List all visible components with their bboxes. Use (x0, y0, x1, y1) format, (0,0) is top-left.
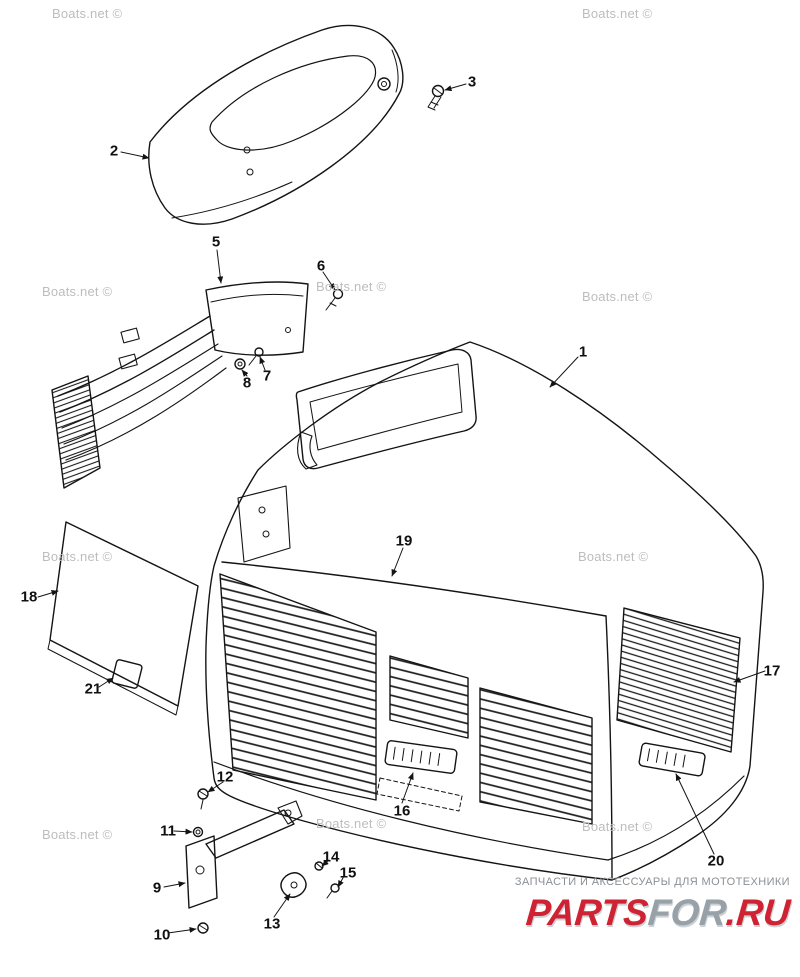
side-vent (616, 607, 741, 753)
part-10-screw (197, 922, 209, 934)
callout-part-17: 17 (763, 662, 781, 680)
watermark: Boats.net © (42, 284, 113, 299)
front-emblem-backing (376, 777, 463, 812)
callout-part-2: 2 (109, 142, 119, 160)
part-3-screw (427, 84, 445, 111)
callout-part-3: 3 (467, 73, 477, 91)
part-13-grommet (280, 872, 307, 898)
watermark: Boats.net © (582, 819, 653, 834)
watermark: Boats.net © (582, 289, 653, 304)
callout-part-18: 18 (20, 588, 38, 606)
logo-segment-ru: .RU (724, 892, 792, 933)
front-grille-right (479, 687, 593, 825)
watermark: Boats.net © (316, 279, 387, 294)
part-5-seal-strip (51, 281, 309, 489)
callout-part-16: 16 (393, 802, 411, 820)
watermark: Boats.net © (316, 816, 387, 831)
partsfor-logo[interactable]: PARTSFOR.RU (458, 892, 792, 933)
part-12-screw (197, 788, 209, 800)
callout-part-12: 12 (216, 768, 234, 786)
callout-part-13: 13 (263, 915, 281, 933)
part-6-screw (332, 288, 344, 300)
part-8-washer (234, 358, 246, 370)
callout-part-20: 20 (707, 852, 725, 870)
callout-part-15: 15 (339, 864, 357, 882)
callout-part-6: 6 (316, 257, 326, 275)
callout-part-10: 10 (153, 926, 171, 944)
watermark: Boats.net © (42, 549, 113, 564)
callout-part-19: 19 (395, 532, 413, 550)
seal-fasteners (234, 288, 344, 370)
callout-part-1: 1 (578, 343, 588, 361)
callout-part-14: 14 (322, 848, 340, 866)
part-21-pad (111, 659, 143, 689)
callout-part-7: 7 (262, 367, 272, 385)
front-grille-center (389, 655, 469, 739)
part-7-screw (254, 347, 264, 357)
callout-part-11: 11 (160, 822, 176, 840)
watermark: Boats.net © (582, 6, 653, 21)
part-11-nut (192, 826, 204, 838)
footer-tagline: ЗАПЧАСТИ И АКСЕССУАРЫ ДЛЯ МОТОТЕХНИКИ (514, 876, 790, 888)
front-grille-left (219, 573, 377, 801)
callout-part-9: 9 (152, 879, 162, 897)
watermark: Boats.net © (578, 549, 649, 564)
part-2-front-cover (148, 24, 404, 225)
watermark: Boats.net © (52, 6, 123, 21)
footer: ЗАПЧАСТИ И АКСЕССУАРЫ ДЛЯ МОТОТЕХНИКИ PA… (458, 876, 792, 933)
front-emblem (384, 740, 458, 774)
callout-part-8: 8 (242, 374, 252, 392)
side-emblem (638, 742, 706, 777)
part-9-bracket-assembly (185, 788, 340, 934)
logo-segment-parts: PARTS (524, 892, 650, 933)
watermark: Boats.net © (42, 827, 113, 842)
part-15-screw (330, 883, 340, 893)
part-1-top-cowl (205, 341, 764, 881)
callout-part-5: 5 (211, 233, 221, 251)
callout-part-21: 21 (84, 680, 102, 698)
logo-segment-for: FOR (646, 892, 729, 933)
leader-lines (37, 83, 766, 934)
